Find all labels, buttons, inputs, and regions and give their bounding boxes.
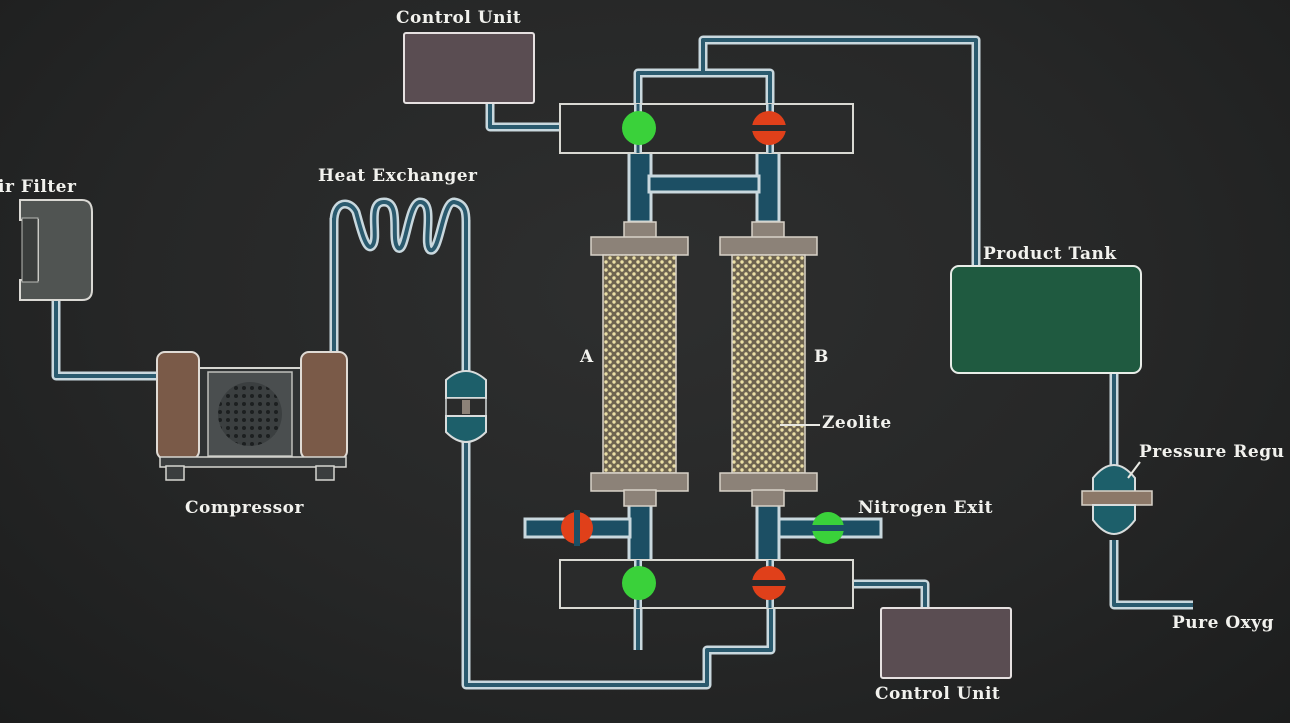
- control-unit-bottom-label: Control Unit: [875, 684, 1001, 704]
- product-tank: [950, 265, 1142, 374]
- pipe-network: [51, 35, 1193, 690]
- pressure-regulator: [1081, 461, 1153, 535]
- compressor-label: Compressor: [185, 498, 304, 518]
- valve-nitrogen-exit: [810, 512, 846, 544]
- inline-filter: [445, 370, 487, 443]
- column-a-label: A: [580, 347, 594, 367]
- valve-top-left: [622, 111, 656, 145]
- pure-oxygen-label: Pure Oxyg: [1172, 613, 1275, 633]
- zeolite-column-b: [719, 221, 818, 507]
- air-filter: [19, 199, 93, 301]
- bottom-valve-block: [559, 559, 854, 609]
- air-filter-label: ir Filter: [0, 177, 77, 197]
- control-unit-top-box: [403, 32, 535, 104]
- top-valve-block: [559, 103, 854, 154]
- column-b-label: B: [814, 347, 829, 367]
- valve-top-right: [750, 111, 788, 145]
- heat-exchanger-label: Heat Exchanger: [318, 166, 478, 186]
- zeolite-label: Zeolite: [822, 413, 892, 433]
- control-unit-bottom-box: [880, 607, 1012, 679]
- pressure-regulator-label: Pressure Regu: [1139, 442, 1285, 462]
- control-unit-top-label: Control Unit: [396, 8, 522, 28]
- zeolite-column-a: [590, 221, 689, 507]
- valve-bottom-right: [750, 566, 788, 600]
- compressor: [156, 351, 348, 481]
- nitrogen-exit-label: Nitrogen Exit: [858, 498, 994, 518]
- valve-bottom-left: [622, 566, 656, 600]
- valve-inlet-side: [561, 510, 593, 546]
- product-tank-label: Product Tank: [983, 244, 1117, 264]
